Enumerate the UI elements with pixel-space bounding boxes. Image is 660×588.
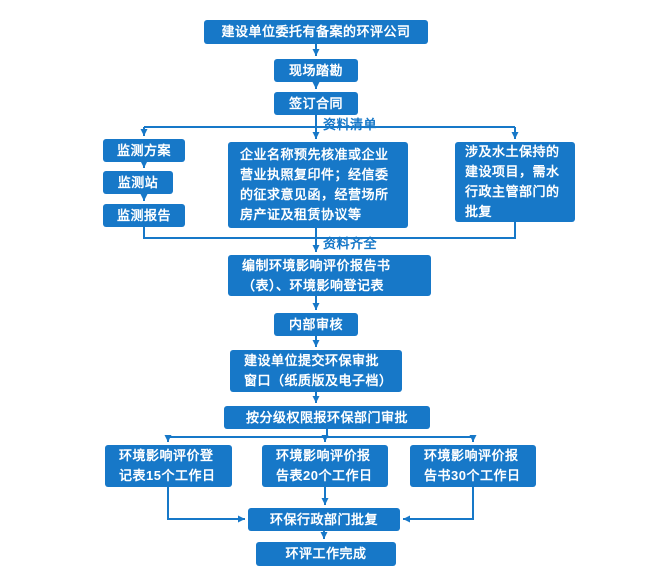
node-eia-work-complete: 环评工作完成 [256, 542, 396, 566]
node-monitoring-report: 监测报告 [103, 204, 185, 227]
node-graded-authority-approval: 按分级权限报环保部门审批 [224, 406, 430, 429]
label-materials-complete: 资料齐全 [323, 236, 378, 251]
node-internal-review: 内部审核 [274, 313, 358, 336]
node-monitoring-station: 监测站 [103, 171, 173, 194]
node-registration-form-15-days: 环境影响评价登 记表15个工作日 [105, 445, 232, 487]
node-compile-eia-report: 编制环境影响评价报告书 （表）、环境影响登记表 [228, 255, 431, 296]
connector-reg15-reply [167, 487, 245, 523]
label-materials-list: 资料清单 [323, 117, 378, 132]
connector-converge-left [143, 227, 316, 239]
node-submit-approval-window: 建设单位提交环保审批 窗口（纸质版及电子档） [230, 350, 402, 392]
connector-converge-right [316, 222, 516, 239]
node-water-conservation-approval: 涉及水土保持的 建设项目，需水 行政主管部门的 批复 [455, 142, 575, 222]
node-epb-approval-reply: 环保行政部门批复 [248, 508, 400, 531]
node-site-survey: 现场踏勘 [274, 59, 358, 82]
node-report-form-20-days: 环境影响评价报 告表20个工作日 [262, 445, 388, 487]
node-monitoring-plan: 监测方案 [103, 139, 185, 162]
node-entrust-eia-company: 建设单位委托有备案的环评公司 [204, 20, 428, 44]
node-sign-contract: 签订合同 [274, 92, 358, 115]
connector-lines [140, 44, 519, 539]
connector-rep30-reply [403, 487, 474, 523]
node-enterprise-materials: 企业名称预先核准或企业 营业执照复印件；经信委 的征求意见函，经营场所 房产证及… [228, 142, 408, 228]
node-report-book-30-days: 环境影响评价报 告书30个工作日 [410, 445, 536, 487]
